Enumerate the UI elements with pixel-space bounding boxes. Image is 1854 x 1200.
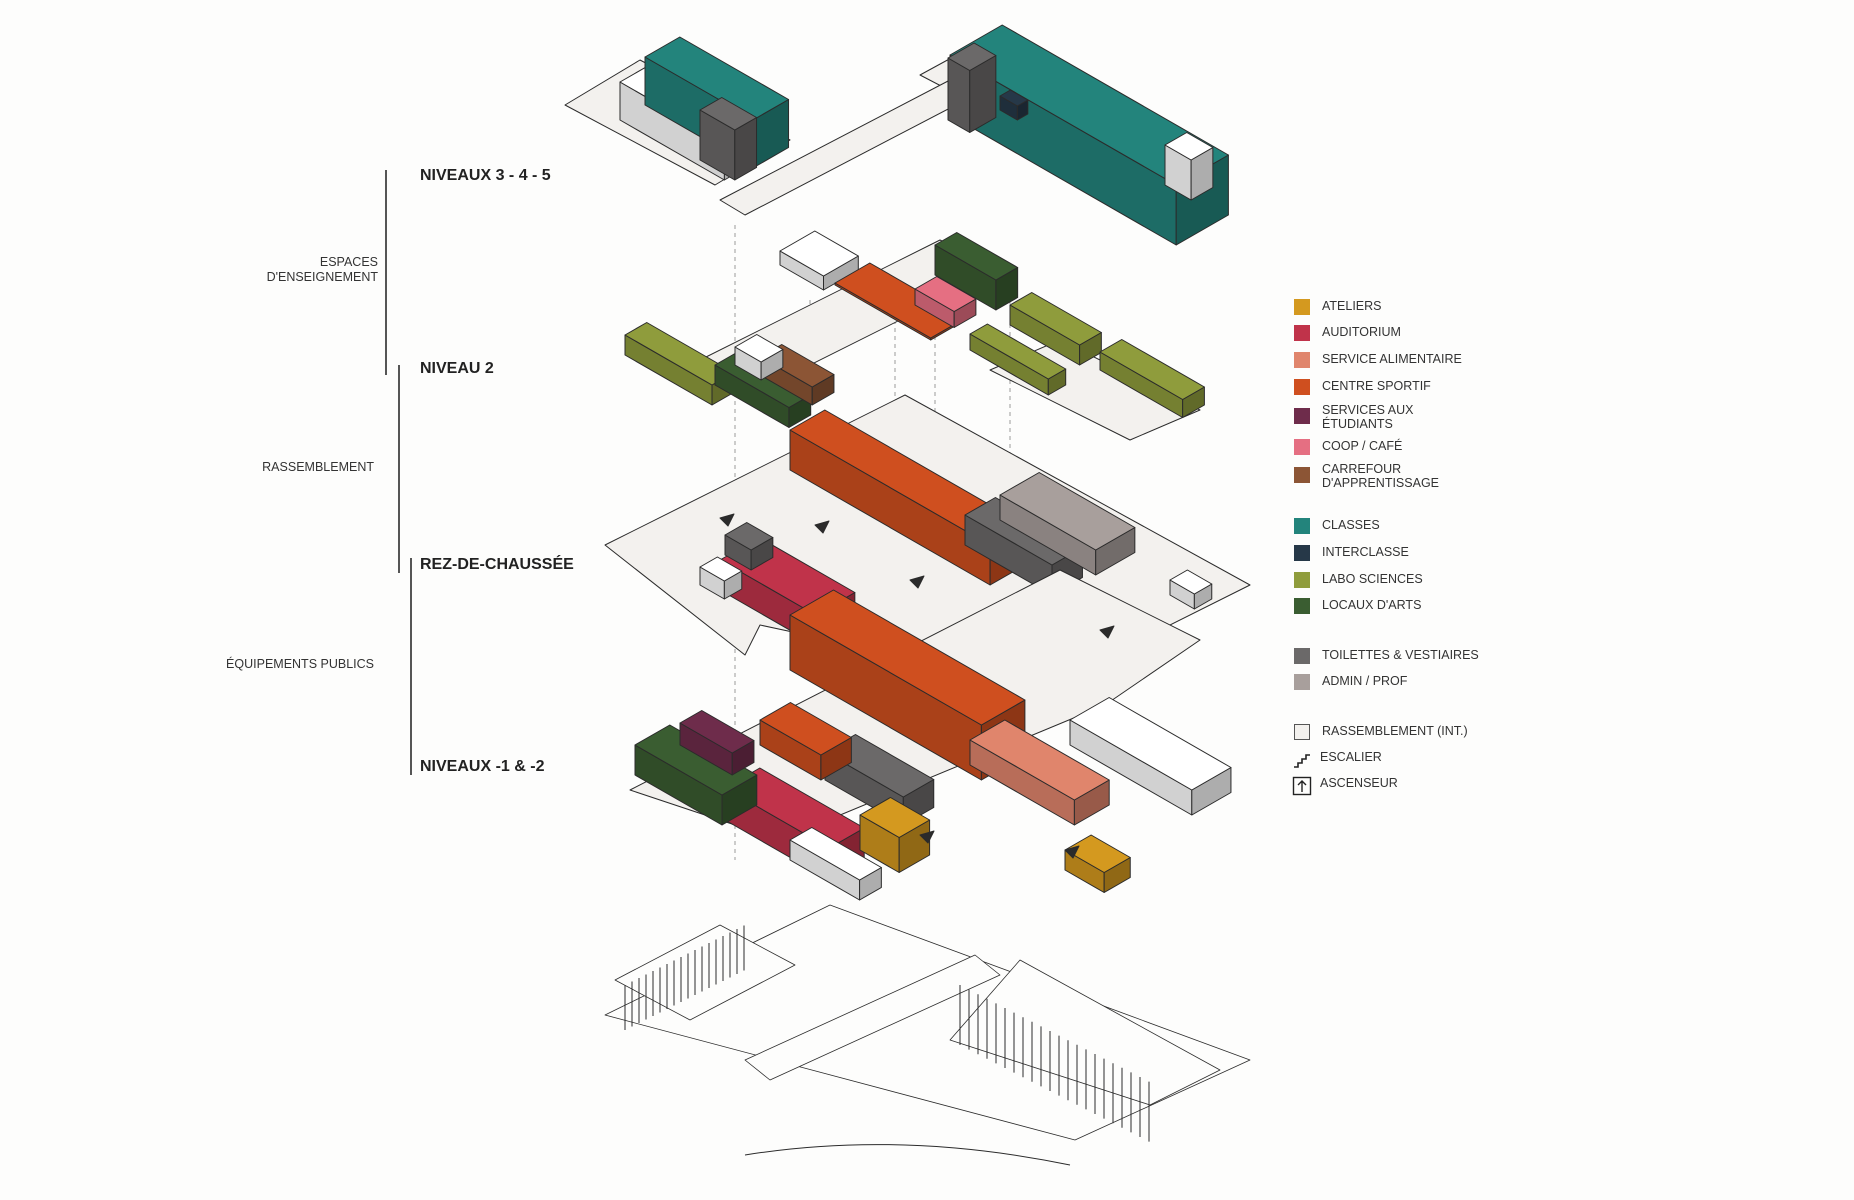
- legend-item-student-services: SERVICES AUX ÉTUDIANTS: [1294, 403, 1413, 431]
- legend-swatch: [1294, 648, 1310, 664]
- legend-label: RASSEMBLEMENT (INT.): [1322, 724, 1468, 738]
- toilets-upper-left-top: [699, 97, 758, 131]
- workshop-annex-basement-top: [789, 827, 882, 881]
- legend-swatch: [1294, 379, 1310, 395]
- legend-swatch: [1294, 518, 1310, 534]
- storage-basement-top: [1069, 697, 1232, 791]
- workshop-basement-right-top: [1064, 834, 1131, 873]
- legend-item-interclass: INTERCLASSE: [1294, 545, 1409, 561]
- square-swatch-icon: [1294, 724, 1310, 740]
- legend-item-food-service: SERVICE ALIMENTAIRE: [1294, 352, 1462, 368]
- group-label-teaching-spaces: ESPACES D'ENSEIGNEMENT: [266, 255, 378, 284]
- group-label-gathering: RASSEMBLEMENT: [262, 460, 374, 474]
- legend-item-gathering-interior: RASSEMBLEMENT (INT.): [1294, 724, 1468, 740]
- legend-label: LABO SCIENCES: [1322, 572, 1423, 586]
- stair-core-ground-right-top: [1169, 569, 1213, 595]
- admin-ground-top: [999, 472, 1136, 551]
- legend-label: ASCENSEUR: [1320, 776, 1398, 790]
- legend-swatch: [1294, 467, 1310, 483]
- legend-swatch: [1294, 572, 1310, 588]
- legend-item-sports-centre: CENTRE SPORTIF: [1294, 379, 1431, 395]
- interclass-upper-right-top: [999, 89, 1029, 107]
- legend-label: AUDITORIUM: [1322, 325, 1401, 339]
- legend-swatch: [1294, 598, 1310, 614]
- legend-label: ADMIN / PROF: [1322, 674, 1408, 688]
- legend-item-coop-cafe: COOP / CAFÉ: [1294, 439, 1402, 455]
- level-title-basement-levels: NIVEAUX -1 & -2: [420, 758, 545, 775]
- legend-item-science-labs: LABO SCIENCES: [1294, 572, 1423, 588]
- coop-cafe-level2-top: [914, 276, 977, 312]
- legend-label: INTERCLASSE: [1322, 545, 1409, 559]
- legend-swatch: [1294, 674, 1310, 690]
- legend-label: CENTRE SPORTIF: [1322, 379, 1431, 393]
- labs-level2-right-b-top: [969, 323, 1067, 380]
- legend-label: ESCALIER: [1320, 750, 1382, 764]
- circulation-arrow-5: [1064, 845, 1080, 859]
- legend-swatch: [1294, 299, 1310, 315]
- stair-core-level2-left-top: [734, 334, 784, 363]
- labs-level2-right-c-top: [1099, 339, 1205, 400]
- teaching-bracket-line: [385, 170, 387, 375]
- legend-item-elevator: ASCENSEUR: [1292, 776, 1398, 796]
- elevator-icon: [1292, 776, 1312, 796]
- toilets-upper-right-top: [947, 42, 997, 71]
- level-title-level-2: NIVEAU 2: [420, 360, 494, 377]
- arts-level2-right-top: [934, 232, 1019, 281]
- legend-label: COOP / CAFÉ: [1322, 439, 1403, 453]
- stair-core-upper-right-top: [1164, 132, 1214, 161]
- circulation-arrow-1: [814, 520, 830, 534]
- legend-swatch: [1294, 352, 1310, 368]
- circulation-arrow-4: [919, 830, 935, 844]
- level-title-ground-floor: REZ-DE-CHAUSSÉE: [420, 556, 574, 573]
- legend-item-learning-commons: CARREFOUR D'APPRENTISSAGE: [1294, 462, 1439, 490]
- legend-label: LOCAUX D'ARTS: [1322, 598, 1422, 612]
- public-bracket-line: [410, 558, 412, 775]
- base-building-outline-3: [744, 954, 1001, 1081]
- group-label-public-facilities: ÉQUIPEMENTS PUBLICS: [226, 657, 374, 671]
- circulation-arrow-0: [719, 513, 735, 527]
- level-title-levels-3-4-5: NIVEAUX 3 - 4 - 5: [420, 167, 551, 184]
- student-services-basement-top: [679, 710, 755, 754]
- food-service-basement-top: [969, 719, 1110, 801]
- legend-label: CARREFOUR D'APPRENTISSAGE: [1322, 462, 1439, 490]
- arts-basement-top: [634, 724, 758, 796]
- workshops-basement-top: [859, 797, 931, 838]
- site-arc-line: [744, 1144, 1071, 1166]
- legend-swatch: [1294, 545, 1310, 561]
- legend-label: ATELIERS: [1322, 299, 1382, 313]
- sports-centre-basement-top: [789, 589, 1026, 726]
- legend-item-art-rooms: LOCAUX D'ARTS: [1294, 598, 1421, 614]
- legend-swatch: [1294, 439, 1310, 455]
- classes-block-upper-left-top: [644, 36, 790, 120]
- legend-item-stairs: ESCALIER: [1292, 750, 1382, 770]
- legend-item-classes: CLASSES: [1294, 518, 1380, 534]
- legend-swatch: [1294, 408, 1310, 424]
- legend-item-auditorium: AUDITORIUM: [1294, 325, 1401, 341]
- sport-annex-basement-top: [759, 702, 852, 756]
- gathering-bracket-line: [398, 365, 400, 573]
- legend-label: SERVICE ALIMENTAIRE: [1322, 352, 1462, 366]
- stair-core-level2-top: [779, 230, 859, 277]
- legend-label: SERVICES AUX ÉTUDIANTS: [1322, 403, 1414, 431]
- legend-item-washrooms: TOILETTES & VESTIAIRES: [1294, 648, 1479, 664]
- classes-block-upper-right-top: [949, 24, 1229, 186]
- legend-label: TOILETTES & VESTIAIRES: [1322, 648, 1479, 662]
- legend-swatch: [1294, 325, 1310, 341]
- stair-core-ground-top: [699, 556, 743, 582]
- legend-item-admin: ADMIN / PROF: [1294, 674, 1407, 690]
- labs-level2-right-a-top: [1009, 292, 1102, 346]
- stair-icon: [1294, 754, 1310, 768]
- diagram-drawing: [564, 24, 1251, 1166]
- base-building-outline-2: [949, 959, 1221, 1106]
- legend-label: CLASSES: [1322, 518, 1380, 532]
- circulation-arrow-3: [1099, 625, 1115, 639]
- legend-item-ateliers: ATELIERS: [1294, 299, 1382, 315]
- circulation-arrow-2: [909, 575, 925, 589]
- toilets-ground-left-top: [724, 522, 774, 551]
